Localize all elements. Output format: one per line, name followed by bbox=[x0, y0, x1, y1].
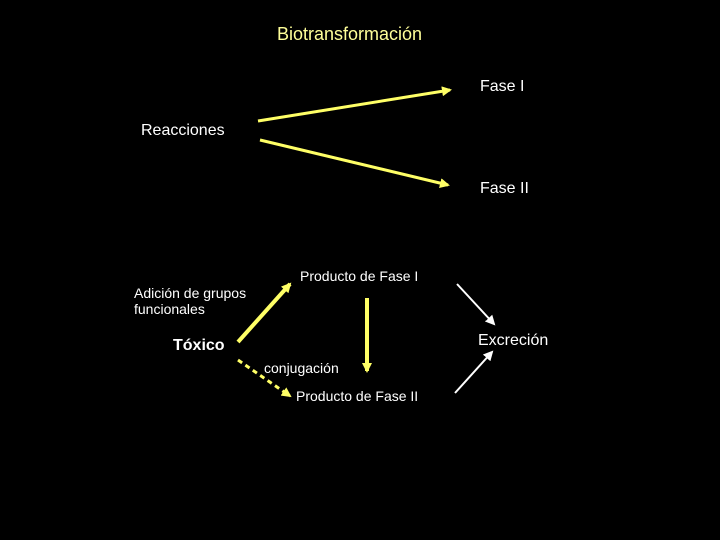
phase2-label: Fase II bbox=[480, 180, 529, 197]
phase1-product-label: Producto de Fase I bbox=[300, 268, 419, 284]
phase1-label: Fase I bbox=[480, 78, 525, 95]
conjugation-label: conjugación bbox=[264, 360, 339, 376]
arrow-reactions-to-phase2 bbox=[259, 138, 450, 189]
arrow-phase1-product-to-excretion bbox=[456, 283, 496, 326]
functional-groups-label: Adición de grupos funcionales bbox=[134, 285, 247, 318]
toxic-label: Tóxico bbox=[173, 337, 225, 354]
reactions-label: Reacciones bbox=[141, 122, 225, 139]
arrow-phase2-product-to-excretion bbox=[454, 350, 494, 394]
arrow-toxic-to-phase1-product bbox=[236, 282, 292, 344]
phase2-product-label: Producto de Fase II bbox=[296, 388, 419, 404]
excretion-label: Excreción bbox=[478, 332, 549, 349]
slide-title: Biotransformación bbox=[277, 24, 423, 44]
arrow-toxic-to-phase2-product-dashed bbox=[237, 358, 292, 398]
arrow-reactions-to-phase1 bbox=[257, 86, 452, 123]
